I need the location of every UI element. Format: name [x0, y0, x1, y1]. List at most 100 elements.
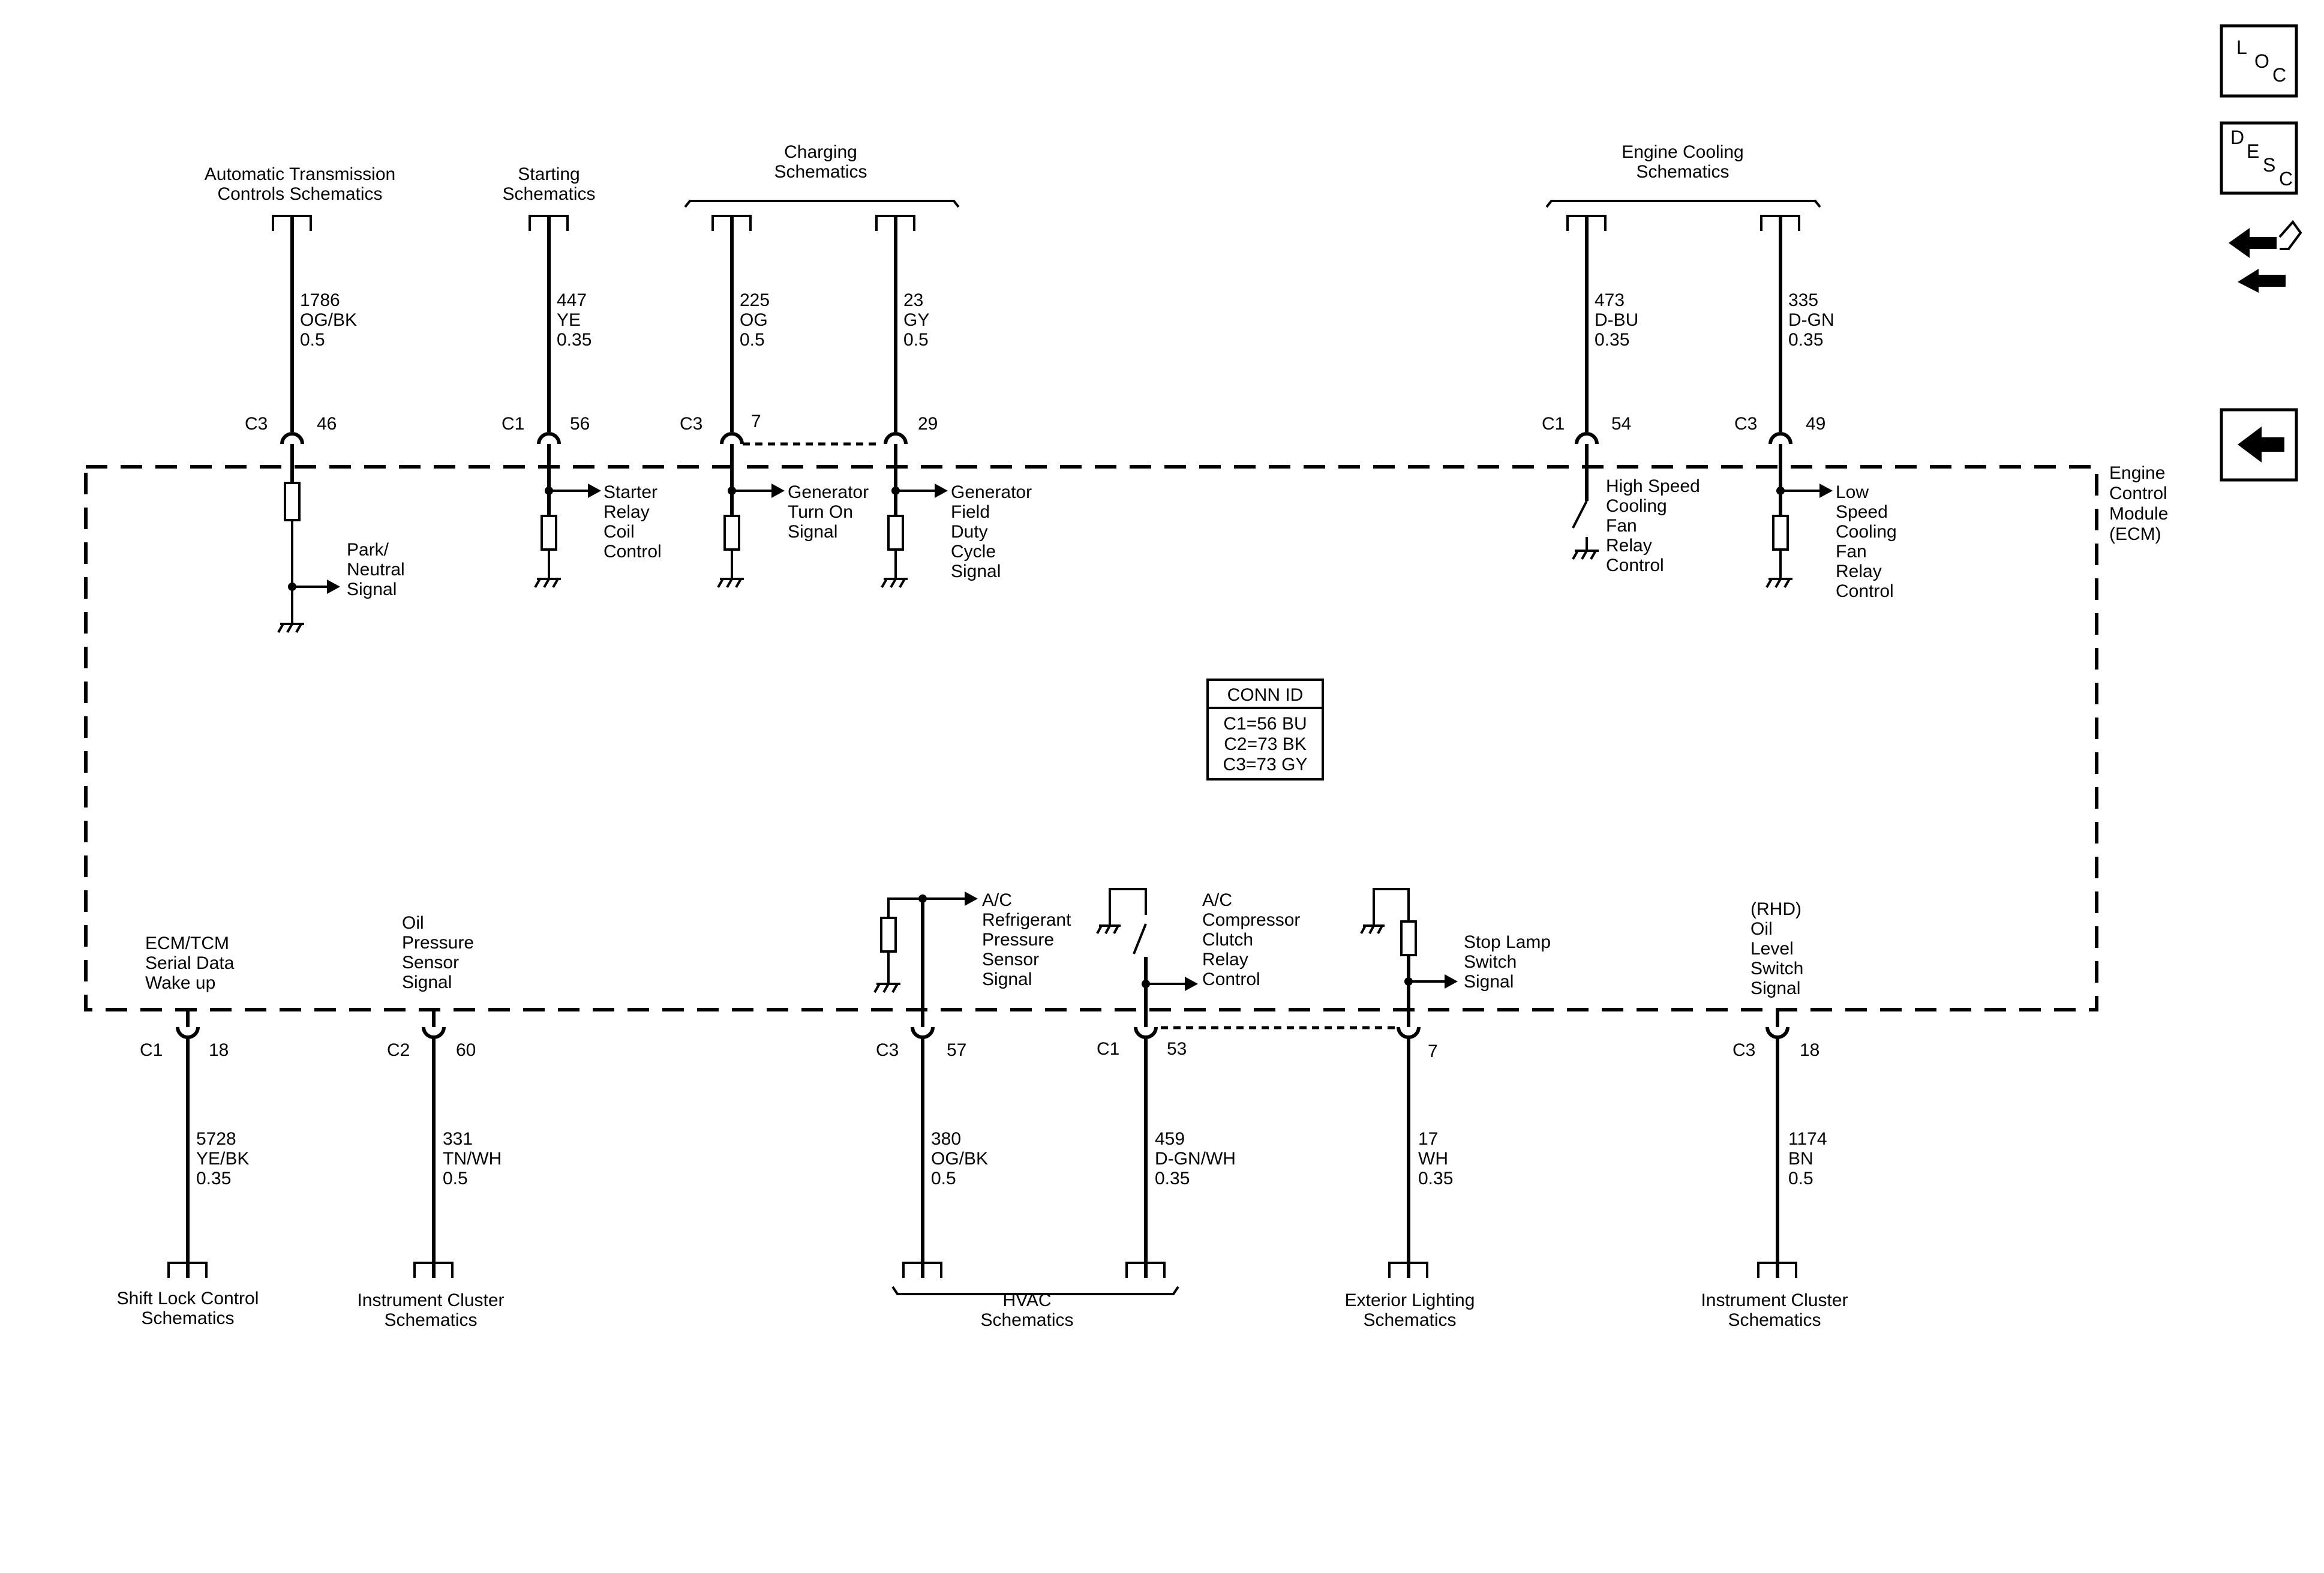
svg-text:Oil: Oil: [402, 913, 424, 933]
svg-text:Shift Lock Control: Shift Lock Control: [117, 1289, 259, 1308]
svg-text:C2=73 BK: C2=73 BK: [1224, 734, 1307, 754]
svg-text:Switch: Switch: [1464, 952, 1517, 972]
svg-text:Neutral: Neutral: [347, 560, 405, 580]
svg-text:C3=73 GY: C3=73 GY: [1223, 755, 1308, 775]
svg-text:TN/WH: TN/WH: [443, 1149, 502, 1169]
svg-text:C3: C3: [245, 414, 268, 434]
svg-text:Charging: Charging: [784, 142, 857, 162]
svg-text:Pressure: Pressure: [982, 930, 1054, 950]
svg-text:Engine Cooling: Engine Cooling: [1622, 142, 1743, 162]
svg-text:Schematics: Schematics: [1363, 1310, 1456, 1330]
svg-text:Sensor: Sensor: [982, 950, 1039, 969]
svg-text:Wake up: Wake up: [145, 973, 215, 993]
svg-text:Relay: Relay: [1606, 536, 1652, 556]
svg-text:0.5: 0.5: [1788, 1169, 1813, 1188]
svg-text:0.35: 0.35: [196, 1169, 231, 1188]
svg-text:56: 56: [570, 414, 590, 434]
svg-text:57: 57: [947, 1040, 966, 1060]
svg-text:Instrument Cluster: Instrument Cluster: [357, 1290, 504, 1310]
svg-text:Schematics: Schematics: [1728, 1310, 1821, 1330]
svg-text:60: 60: [456, 1040, 476, 1060]
svg-text:0.5: 0.5: [300, 330, 325, 350]
svg-text:O: O: [2254, 50, 2269, 72]
svg-text:Controls Schematics: Controls Schematics: [217, 184, 382, 204]
svg-text:C: C: [2272, 64, 2286, 86]
svg-text:D-GN: D-GN: [1788, 310, 1834, 330]
svg-text:(RHD): (RHD): [1750, 899, 1801, 919]
svg-text:Signal: Signal: [1750, 978, 1800, 998]
svg-text:Control: Control: [603, 542, 662, 562]
svg-text:Control: Control: [1202, 969, 1260, 989]
svg-text:5728: 5728: [196, 1129, 236, 1149]
svg-text:Signal: Signal: [951, 562, 1001, 581]
svg-text:Generator: Generator: [951, 482, 1032, 502]
svg-text:Coil: Coil: [603, 522, 635, 542]
svg-text:17: 17: [1418, 1129, 1438, 1149]
back-arrow-icon: [2238, 427, 2284, 463]
svg-text:0.5: 0.5: [903, 330, 929, 350]
ecm-label: Engine Control Module (ECM): [2109, 463, 2173, 544]
svg-text:447: 447: [557, 290, 587, 310]
svg-text:1786: 1786: [300, 290, 340, 310]
svg-text:Relay: Relay: [1836, 562, 1882, 581]
circuit-ac-compressor-relay: A/C Compressor Clutch Relay Control C1 5…: [1096, 888, 1300, 1278]
svg-text:Cooling: Cooling: [1836, 522, 1897, 542]
svg-text:53: 53: [1167, 1039, 1187, 1059]
svg-text:Field: Field: [951, 502, 990, 522]
circuit-serial-data-wakeup: ECM/TCM Serial Data Wake up C1 18 5728 Y…: [117, 933, 259, 1328]
svg-text:331: 331: [443, 1129, 473, 1149]
svg-text:29: 29: [918, 414, 938, 434]
circuit-ac-refrigerant-pressure: A/C Refrigerant Pressure Sensor Signal C…: [873, 890, 1071, 1278]
svg-text:S: S: [2263, 154, 2275, 176]
svg-text:C1: C1: [1097, 1039, 1119, 1059]
svg-text:Refrigerant: Refrigerant: [982, 910, 1071, 930]
svg-text:18: 18: [209, 1040, 229, 1060]
svg-text:Turn On: Turn On: [788, 502, 853, 522]
svg-text:7: 7: [751, 412, 761, 431]
svg-text:Exterior Lighting: Exterior Lighting: [1345, 1290, 1475, 1310]
svg-text:Oil: Oil: [1750, 919, 1773, 939]
svg-text:Schematics: Schematics: [384, 1310, 477, 1330]
svg-text:GY: GY: [903, 310, 929, 330]
svg-text:Schematics: Schematics: [980, 1310, 1073, 1330]
svg-text:Fan: Fan: [1606, 516, 1637, 536]
svg-text:Control: Control: [1836, 581, 1894, 601]
svg-text:A/C: A/C: [982, 890, 1012, 910]
svg-text:7: 7: [1428, 1041, 1438, 1061]
svg-text:1174: 1174: [1788, 1129, 1827, 1149]
svg-text:335: 335: [1788, 290, 1818, 310]
svg-text:0.35: 0.35: [1155, 1169, 1190, 1188]
svg-text:Relay: Relay: [1202, 950, 1248, 969]
svg-text:C3: C3: [1734, 414, 1757, 434]
svg-text:Schematics: Schematics: [1636, 162, 1729, 182]
svg-text:D-BU: D-BU: [1595, 310, 1638, 330]
svg-text:0.5: 0.5: [740, 330, 765, 350]
svg-text:23: 23: [903, 290, 923, 310]
svg-text:Starting: Starting: [518, 164, 580, 184]
desc-button[interactable]: D E S C: [2220, 121, 2298, 195]
svg-text:Fan: Fan: [1836, 542, 1867, 562]
svg-text:Serial Data: Serial Data: [145, 953, 235, 973]
svg-text:WH: WH: [1418, 1149, 1448, 1169]
svg-text:OG/BK: OG/BK: [931, 1149, 988, 1169]
svg-text:YE: YE: [557, 310, 581, 330]
svg-text:Signal: Signal: [788, 522, 837, 542]
svg-text:380: 380: [931, 1129, 961, 1149]
svg-text:YE/BK: YE/BK: [196, 1149, 249, 1169]
svg-text:C: C: [2279, 168, 2293, 190]
circuit-starter-relay: Starting Schematics 447 YE 0.35 C1 56 St…: [502, 164, 662, 588]
circuit-park-neutral: Automatic Transmission Controls Schemati…: [205, 164, 405, 633]
svg-text:OG/BK: OG/BK: [300, 310, 357, 330]
svg-text:459: 459: [1155, 1129, 1185, 1149]
svg-text:D-GN/WH: D-GN/WH: [1155, 1149, 1236, 1169]
back-button[interactable]: [2220, 408, 2298, 482]
svg-text:C1: C1: [502, 414, 524, 434]
svg-text:49: 49: [1806, 414, 1825, 434]
svg-text:E: E: [2247, 140, 2259, 162]
svg-text:A/C: A/C: [1202, 890, 1232, 910]
loc-button[interactable]: L O C: [2220, 24, 2298, 98]
svg-text:Signal: Signal: [402, 972, 452, 992]
connector-repair-icon[interactable]: [2229, 220, 2302, 293]
conn-id-box: CONN ID C1=56 BU C2=73 BK C3=73 GY: [1206, 679, 1324, 781]
svg-text:Automatic Transmission: Automatic Transmission: [205, 164, 395, 184]
